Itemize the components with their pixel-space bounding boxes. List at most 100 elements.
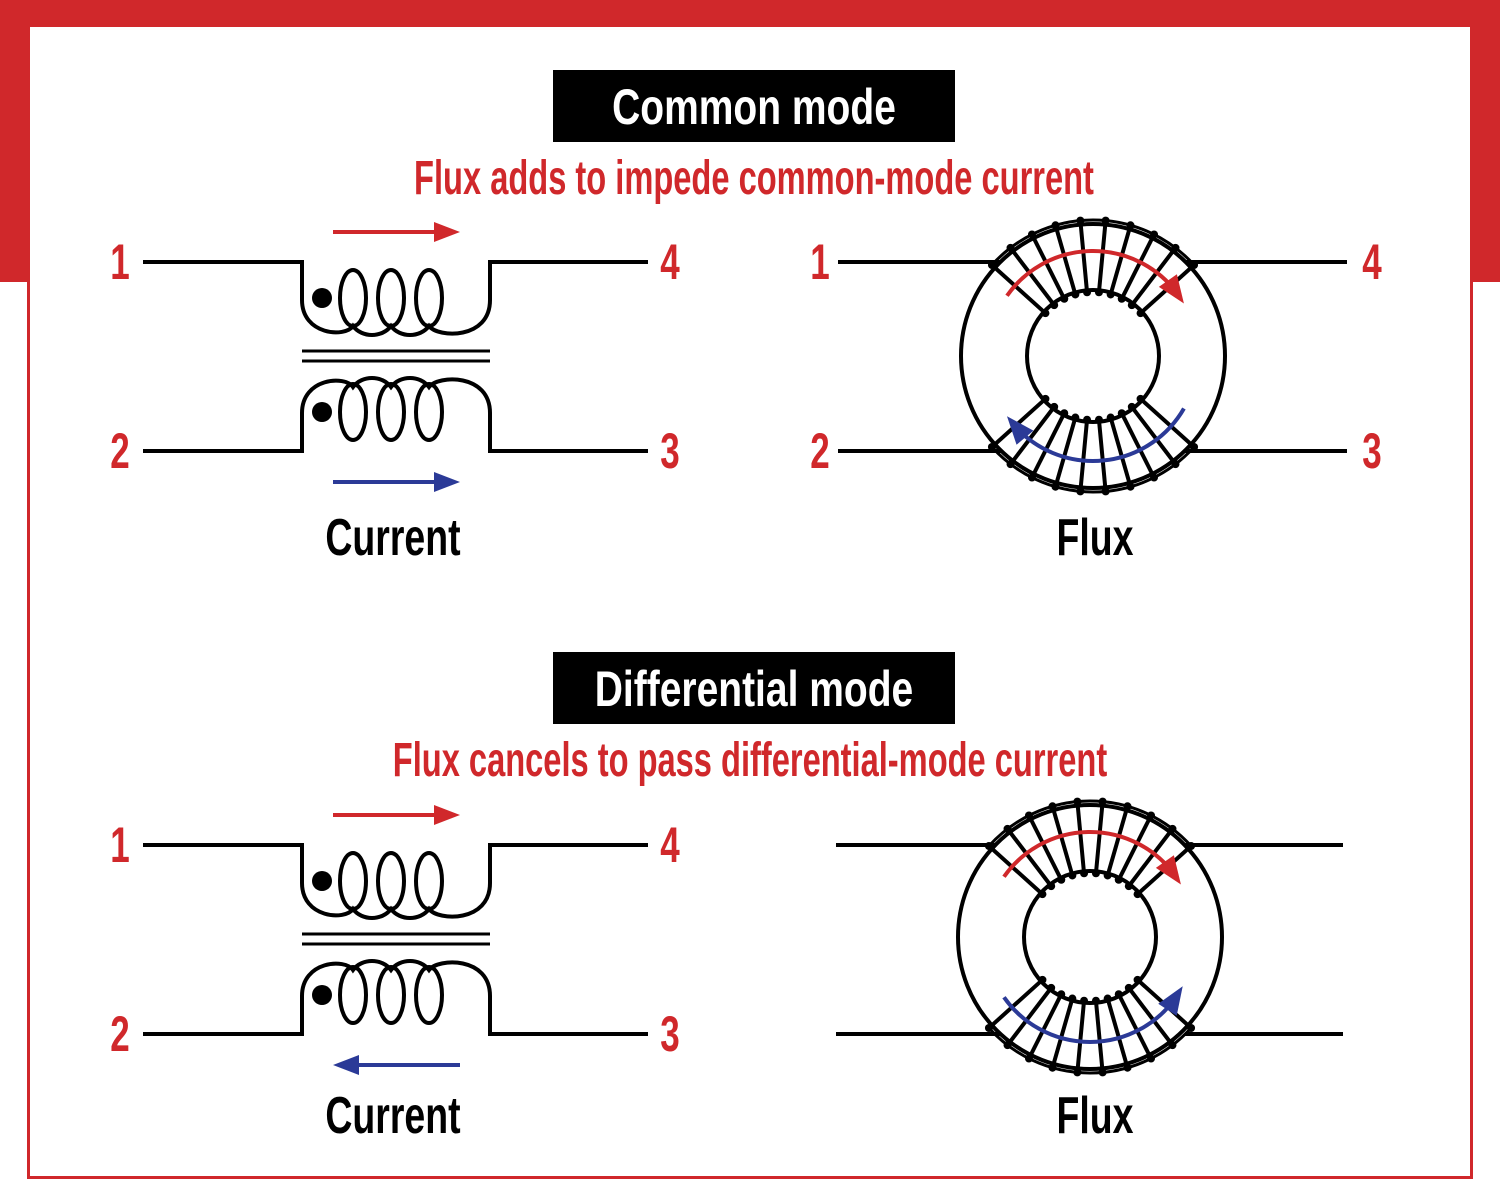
pin-4-label: 4	[660, 235, 679, 291]
pin-3-label: 3	[660, 1007, 679, 1063]
polarity-dot	[312, 985, 332, 1005]
coil-loop	[338, 382, 368, 442]
winding-dot	[1106, 290, 1115, 299]
winding-turn	[1030, 412, 1067, 479]
current-arrow-bottom-head	[434, 472, 460, 492]
winding-turn	[1053, 416, 1078, 488]
coil-loop	[414, 965, 444, 1025]
winding-turn	[1027, 814, 1064, 881]
pin-2-label: 2	[110, 424, 129, 480]
coil-loop	[376, 965, 406, 1025]
winding-turn	[1030, 233, 1067, 300]
winding-dot	[1133, 975, 1142, 984]
pin-1-label: 1	[110, 818, 129, 874]
bottom-winding-wire	[143, 376, 648, 453]
winding-dot	[1080, 869, 1089, 878]
schematic-pins: 1 4 2 3 1 4 2 3	[110, 235, 1381, 480]
winding-dot	[1071, 413, 1080, 422]
winding-dot	[1083, 288, 1092, 297]
polarity-dot	[312, 402, 332, 422]
flux-arrow-bottom-head	[1006, 416, 1034, 445]
winding-turn	[1078, 419, 1090, 492]
winding-turn	[1119, 233, 1156, 300]
winding-turn	[1005, 827, 1053, 888]
winding-dot	[1103, 871, 1112, 880]
current-caption: Current	[325, 508, 460, 567]
winding-turn	[1005, 986, 1053, 1047]
polarity-dot	[312, 871, 332, 891]
winding-dot	[1117, 409, 1126, 418]
winding-turn	[1078, 220, 1090, 293]
bottom-winding-wire	[143, 959, 648, 1036]
current-arrow-top-head	[434, 805, 460, 825]
toroid-pin-2-label: 2	[810, 424, 829, 480]
winding-turn	[1127, 827, 1175, 888]
winding-dot	[1038, 975, 1047, 984]
current-arrow-bottom-head	[333, 1055, 359, 1075]
toroid-core-inner	[1022, 869, 1158, 1005]
current-arrow-top-head	[434, 222, 460, 242]
differential-mode-section: Differential mode Flux cancels to pass d…	[110, 652, 1133, 1144]
winding-dot	[1091, 869, 1100, 878]
winding-dot	[1117, 294, 1126, 303]
winding-dot	[1136, 394, 1145, 403]
winding-dot	[1071, 290, 1080, 299]
winding-outer-edge	[990, 218, 1196, 267]
winding-turn	[1096, 220, 1108, 293]
toroid-core-inner	[1025, 288, 1161, 424]
pin-3-label: 3	[660, 424, 679, 480]
winding-turn	[1105, 805, 1130, 877]
winding-turn	[1093, 801, 1105, 874]
winding-dot	[1041, 394, 1050, 403]
winding-turn	[1027, 993, 1064, 1060]
winding-turn	[1116, 814, 1153, 881]
winding-turn	[1050, 997, 1075, 1069]
current-caption: Current	[325, 1086, 460, 1145]
winding-dot	[1124, 983, 1133, 992]
winding-turn	[1108, 224, 1133, 296]
toroid-pin-4-label: 4	[1362, 235, 1381, 291]
winding-dot	[1083, 415, 1092, 424]
winding-outer-edge	[987, 799, 1193, 848]
winding-dot	[1057, 990, 1066, 999]
winding-turn	[1075, 1000, 1087, 1073]
winding-dot	[1060, 409, 1069, 418]
title-box	[553, 70, 955, 142]
winding-dot	[1127, 402, 1136, 411]
winding-dot	[1094, 288, 1103, 297]
winding-turn	[1008, 405, 1056, 466]
flux-caption: Flux	[1057, 508, 1134, 567]
winding-turn	[1127, 986, 1175, 1047]
diagram-panel	[27, 27, 1473, 1179]
coil-loop	[376, 851, 406, 911]
flux-arrow-bottom-head	[1158, 986, 1183, 1016]
winding-turn	[1116, 993, 1153, 1060]
flux-caption: Flux	[1057, 1086, 1134, 1145]
coil-loop	[338, 268, 368, 328]
flux-arrow-top	[1002, 830, 1176, 878]
winding-dot	[1068, 871, 1077, 880]
coil-loop	[376, 382, 406, 442]
flux-arrow-top-head	[1155, 855, 1181, 885]
flux-arrow-top-head	[1158, 274, 1184, 304]
winding-dot	[1050, 402, 1059, 411]
winding-outer-edge	[987, 1026, 1193, 1075]
winding-dot	[1068, 994, 1077, 1003]
winding-dot	[1133, 890, 1142, 899]
pin-2-label: 2	[110, 1007, 129, 1063]
toroid-pin-3-label: 3	[1362, 424, 1381, 480]
winding-dot	[1057, 875, 1066, 884]
section-subtitle: Flux cancels to pass differential-mode c…	[393, 733, 1108, 787]
coil-loop	[414, 268, 444, 328]
winding-dot	[1124, 882, 1133, 891]
coil-loop	[414, 382, 444, 442]
polarity-dot	[312, 288, 332, 308]
winding-dot	[1047, 882, 1056, 891]
winding-turn	[1050, 805, 1075, 877]
winding-turn	[1105, 997, 1130, 1069]
winding-dot	[1091, 996, 1100, 1005]
winding-turn	[987, 978, 1044, 1030]
section-title: Common mode	[612, 78, 896, 135]
section-subtitle: Flux adds to impede common-mode current	[414, 151, 1094, 205]
